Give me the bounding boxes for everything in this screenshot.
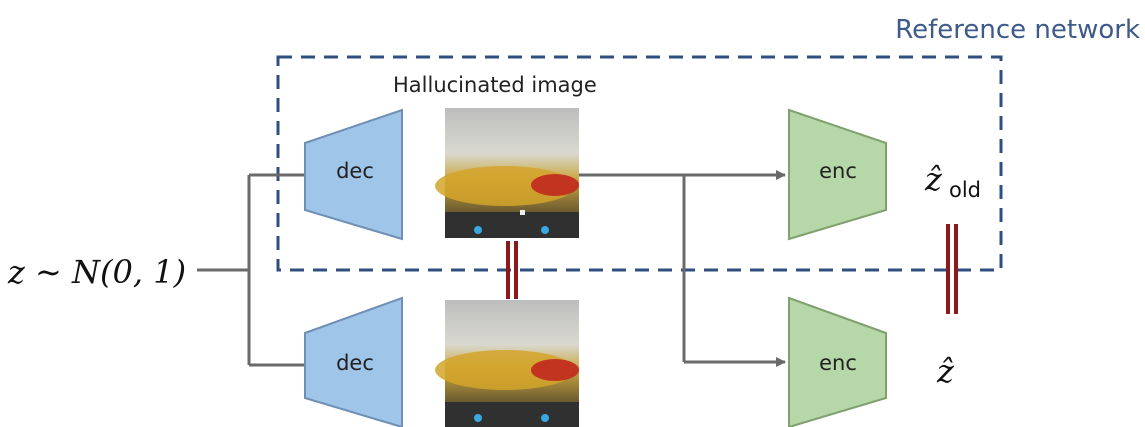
bottom-encoder-shape <box>788 296 887 427</box>
connector-lines <box>197 170 786 367</box>
top-encoder-label: enc <box>819 159 857 183</box>
bottom-encoder-block: enc <box>788 296 887 427</box>
bottom-latent-output: ẑ <box>936 352 955 390</box>
top-decoder-shape <box>304 108 403 241</box>
top-latent-subscript: old <box>949 178 981 202</box>
top-encoder-block: enc <box>788 108 887 241</box>
bottom-decoder-shape <box>304 296 403 427</box>
hallucinated-image-top <box>435 108 579 238</box>
hallucinated-image-label: Hallucinated image <box>393 73 597 97</box>
reference-network-title: Reference network <box>895 15 1140 45</box>
top-latent-output: ẑ old <box>924 160 981 202</box>
top-decoder-label: dec <box>336 159 374 183</box>
input-distribution-label: z ∼ N(0, 1) <box>7 253 186 291</box>
bottom-decoder-block: dec <box>304 296 403 427</box>
top-encoder-shape <box>788 108 887 241</box>
reference-network-box <box>276 55 1003 272</box>
top-decoder-block: dec <box>304 108 403 241</box>
top-latent-symbol: ẑ <box>924 160 943 198</box>
bottom-latent-symbol: ẑ <box>936 352 955 390</box>
image-equality-mark <box>506 241 518 299</box>
bottom-decoder-label: dec <box>336 351 374 375</box>
bottom-encoder-label: enc <box>819 351 857 375</box>
hallucinated-image-bottom <box>435 300 579 427</box>
latent-equality-mark <box>946 224 958 314</box>
